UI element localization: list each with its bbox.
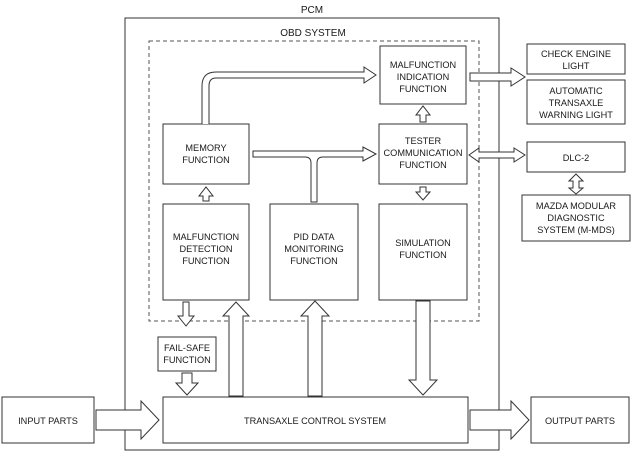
tester-communication-label-1: TESTER xyxy=(405,136,442,146)
malfunction-detection-label-2: DETECTION xyxy=(179,244,232,254)
check-engine-light-label-1: CHECK ENGINE xyxy=(541,49,611,59)
transaxle-to-pid-arrow xyxy=(299,300,331,397)
malfunction-indication-label-1: MALFUNCTION xyxy=(390,60,456,70)
simulation-to-transaxle-arrow xyxy=(407,300,439,396)
input-parts-label: INPUT PARTS xyxy=(18,416,78,426)
fail-safe-label-2: FUNCTION xyxy=(163,355,210,365)
pid-data-monitoring-block xyxy=(269,203,359,301)
input-parts-block xyxy=(1,396,95,444)
dlc2-label: DLC-2 xyxy=(563,153,590,163)
input-to-transaxle-arrow xyxy=(95,399,160,441)
simulation-label-2: FUNCTION xyxy=(399,250,446,260)
malfunction-detection-label-1: MALFUNCTION xyxy=(173,232,239,242)
malfunction-detection-label-3: FUNCTION xyxy=(182,256,229,266)
detection-to-memory-arrow xyxy=(197,186,215,202)
pid-data-monitoring-label-2: MONITORING xyxy=(284,244,344,254)
dlc2-block xyxy=(526,141,626,173)
output-parts-block xyxy=(530,396,630,444)
tester-to-indication-arrow xyxy=(414,105,432,123)
memory-label-1: MEMORY xyxy=(185,143,226,153)
transaxle-control-system-label: TRANSAXLE CONTROL SYSTEM xyxy=(244,416,386,426)
failsafe-to-transaxle-arrow xyxy=(174,372,200,396)
tester-communication-label-3: FUNCTION xyxy=(399,160,446,170)
pid-data-monitoring-label-3: FUNCTION xyxy=(290,256,337,266)
memory-label-2: FUNCTION xyxy=(182,155,229,165)
malfunction-detection-block xyxy=(162,203,250,301)
transaxle-to-output-arrow xyxy=(469,399,530,441)
m-mds-block xyxy=(521,194,631,242)
malfunction-indication-label-2: INDICATION xyxy=(397,72,449,82)
m-mds-label-2: DIAGNOSTIC xyxy=(547,213,605,223)
tester-communication-block xyxy=(378,123,468,185)
transaxle-to-detection-arrow xyxy=(221,301,251,397)
memory-to-indication-arrow xyxy=(201,66,377,124)
tester-to-simulation-arrow xyxy=(414,186,432,201)
pid-data-monitoring-label-1: PID DATA xyxy=(293,232,335,242)
simulation-block xyxy=(378,203,468,301)
obd-system-frame xyxy=(148,40,480,322)
dlc2-mmds-double-arrow xyxy=(567,173,585,195)
at-warning-light-block xyxy=(526,79,626,125)
m-mds-label-3: SYSTEM (M-MDS) xyxy=(537,225,615,235)
simulation-label-1: SIMULATION xyxy=(395,238,450,248)
at-warning-light-label-1: AUTOMATIC xyxy=(549,86,603,96)
pcm-title: PCM xyxy=(301,5,323,16)
obd-system-title: OBD SYSTEM xyxy=(280,28,346,39)
malfunction-indication-block xyxy=(379,45,467,105)
transaxle-control-system-block xyxy=(162,396,469,444)
malfunction-indication-label-3: FUNCTION xyxy=(399,84,446,94)
m-mds-label-1: MAZDA MODULAR xyxy=(536,201,617,211)
indication-to-check-engine-arrow xyxy=(469,67,526,87)
memory-block xyxy=(162,123,250,185)
tester-communication-label-2: COMMUNICATION xyxy=(384,148,463,158)
tester-dlc2-double-arrow xyxy=(468,147,526,163)
fail-safe-block xyxy=(157,336,217,372)
check-engine-light-block xyxy=(526,43,626,75)
at-warning-light-label-3: WARNING LIGHT xyxy=(539,110,613,120)
detection-to-failsafe-arrow xyxy=(176,301,196,327)
fail-safe-label-1: FAIL-SAFE xyxy=(164,343,210,353)
at-warning-light-label-2: TRANSAXLE xyxy=(549,98,604,108)
memory-to-tester-arrow xyxy=(252,146,378,203)
check-engine-light-label-2: LIGHT xyxy=(562,61,589,71)
output-parts-label: OUTPUT PARTS xyxy=(545,416,615,426)
